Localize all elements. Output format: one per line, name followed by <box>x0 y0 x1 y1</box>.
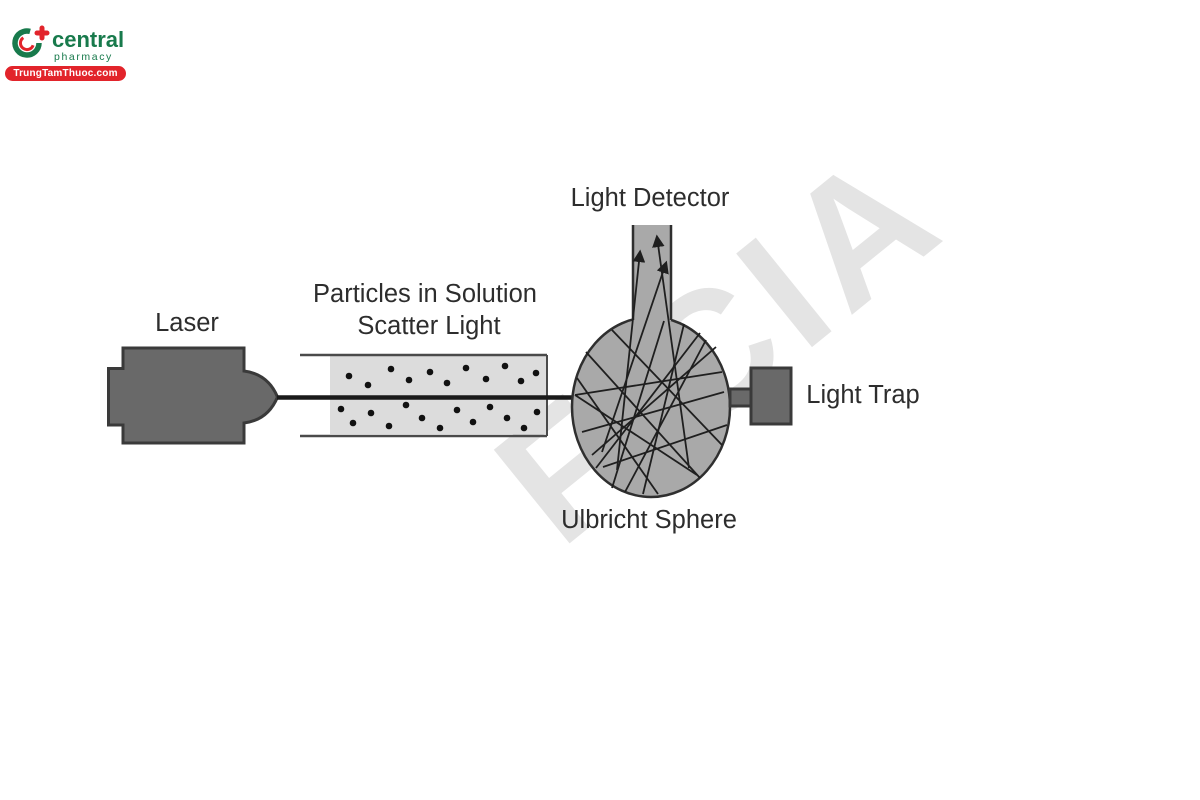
particle-dot <box>367 409 375 417</box>
particle-dot <box>520 424 528 432</box>
label-particles-line1: Particles in Solution <box>313 280 537 308</box>
particle-dot <box>486 403 494 411</box>
particle-dot <box>418 414 426 422</box>
cuvette-group <box>300 353 548 438</box>
scattered-rays <box>574 234 728 495</box>
particle-dot <box>387 365 395 373</box>
particles-group <box>337 362 541 432</box>
trap-box <box>749 366 793 426</box>
particle-dot <box>517 377 525 385</box>
particle-dot <box>482 375 490 383</box>
particle-dot <box>345 372 353 380</box>
logo-red-arc <box>18 36 35 52</box>
logo-plus-icon <box>34 25 50 41</box>
particle-dot <box>469 418 477 426</box>
logo-c-mark <box>12 25 50 58</box>
solution-fill <box>330 356 547 434</box>
particle-dot <box>462 364 470 372</box>
particle-dot <box>436 424 444 432</box>
particle-dot <box>364 381 372 389</box>
particle-dot <box>426 368 434 376</box>
site-logo[interactable]: central pharmacy TrungTamThuoc.com <box>5 16 135 84</box>
particle-dot <box>349 419 357 427</box>
particle-dot <box>501 362 509 370</box>
particle-dot <box>443 379 451 387</box>
particle-dot <box>402 401 410 409</box>
particle-dot <box>337 405 345 413</box>
particle-dot <box>385 422 393 430</box>
logo-badge[interactable]: TrungTamThuoc.com <box>5 66 126 81</box>
particle-dot <box>503 414 511 422</box>
label-laser: Laser <box>155 309 219 337</box>
particle-dot <box>532 369 540 377</box>
laser-group <box>107 346 280 445</box>
logo-tagline-text: pharmacy <box>54 51 113 63</box>
ulbricht-sphere-shape <box>570 315 732 499</box>
trap-stub <box>728 387 754 408</box>
label-ulbricht-sphere: Ulbricht Sphere <box>561 506 737 534</box>
particle-dot <box>405 376 413 384</box>
label-particles-line2: Scatter Light <box>357 312 500 340</box>
sphere-group <box>570 225 732 499</box>
label-light-trap: Light Trap <box>806 381 919 409</box>
particle-dot <box>453 406 461 414</box>
particle-dot <box>533 408 541 416</box>
logo-brand-text: central <box>52 27 125 52</box>
logo-green-arc <box>12 28 42 58</box>
laser-body <box>107 346 280 445</box>
light-trap-group <box>728 366 793 426</box>
label-light-detector: Light Detector <box>571 184 730 212</box>
